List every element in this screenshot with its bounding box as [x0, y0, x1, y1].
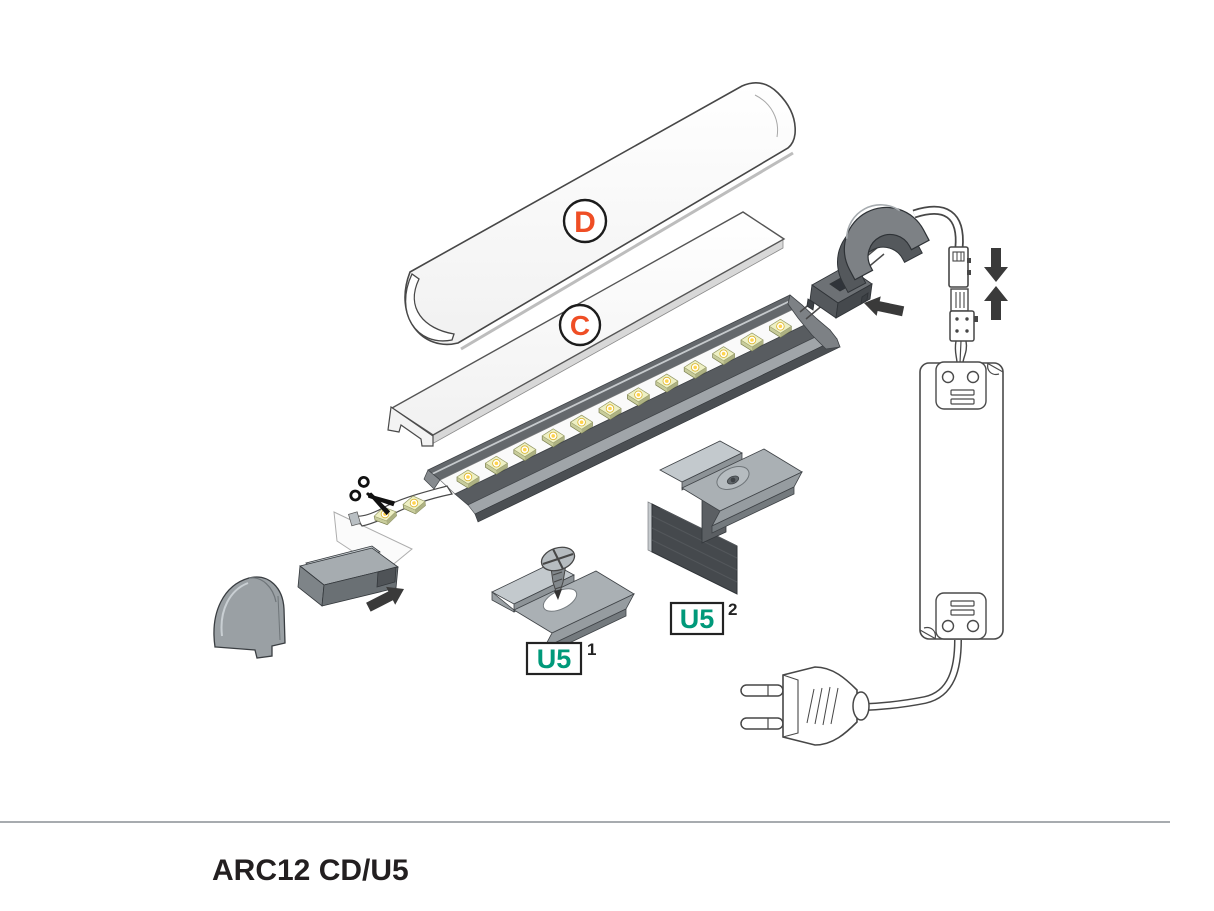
- label-c-badge: C: [558, 303, 602, 347]
- power-supply: [919, 361, 1004, 640]
- label-c-circle: [558, 303, 602, 347]
- scissors-icon: [349, 476, 396, 516]
- strip-end-pad: [348, 511, 361, 527]
- label-d-badge: D: [562, 198, 608, 244]
- endcap-dome: [213, 576, 286, 659]
- bracket-label-text: U5: [680, 604, 715, 634]
- connector-male: [949, 288, 978, 364]
- mains-cable: [865, 639, 962, 711]
- bracket-label-superscript: 2: [728, 600, 737, 619]
- led-strip-cut-end: [348, 485, 453, 528]
- clip-screw: [540, 546, 576, 600]
- product-title: ARC12 CD/U5: [212, 854, 409, 887]
- clip-label-u5-1: U5 1: [525, 640, 596, 676]
- endcap-dome-grommet: [837, 204, 930, 294]
- mounting-clip-on-bracket: [659, 440, 803, 534]
- arrow-left-icon: [864, 296, 905, 317]
- clip-label-text: U5: [537, 644, 572, 674]
- clip-label-superscript: 1: [587, 640, 596, 659]
- power-cable: [912, 205, 964, 249]
- arrow-down-icon: [984, 248, 1008, 282]
- clip-label-box: [525, 641, 583, 676]
- label-c-text: C: [570, 310, 590, 341]
- bracket-label-box: [669, 601, 725, 636]
- arrow-up-right-icon: [366, 586, 404, 612]
- label-d-circle: [562, 198, 608, 244]
- arrow-up-icon: [984, 286, 1008, 320]
- bracket-label-u5-2: U5 2: [669, 600, 737, 636]
- label-d-text: D: [574, 206, 596, 239]
- aluminium-profile: [423, 294, 841, 523]
- power-plug: [740, 666, 870, 746]
- connector-female: [948, 246, 971, 288]
- endcap-flat: [297, 545, 399, 607]
